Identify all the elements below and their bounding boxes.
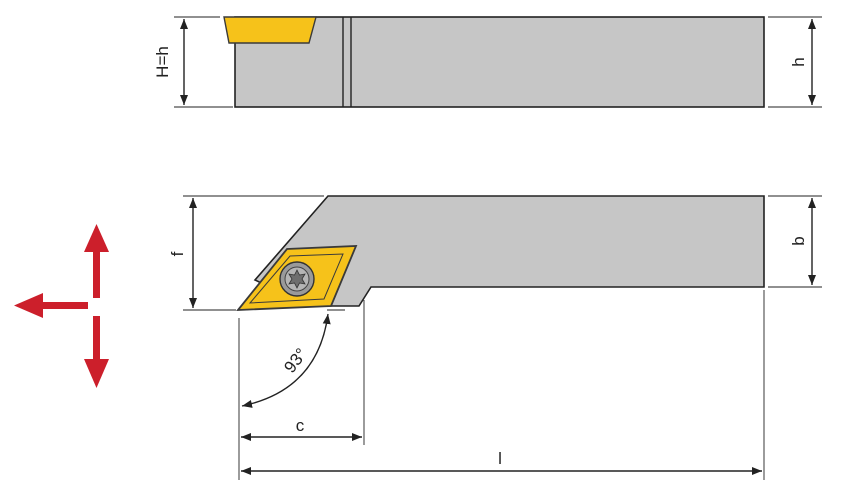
cutting-insert	[236, 245, 358, 311]
plan-view: b f 93° c l	[168, 195, 822, 480]
side-view-shank	[234, 16, 765, 108]
dimension-H-label: H=h	[153, 46, 172, 78]
angle-93-label: 93°	[280, 345, 311, 377]
side-view-insert	[223, 16, 317, 44]
dimension-l-label: l	[498, 449, 502, 468]
dimension-h-label: h	[789, 57, 808, 66]
dimension-b-label: b	[789, 236, 808, 245]
dimension-c-label: c	[296, 416, 305, 435]
dimension-f-label: f	[168, 251, 187, 256]
side-view: H=h h	[153, 16, 822, 108]
torx-screw-icon	[279, 261, 315, 297]
insert-inner-edge	[248, 253, 344, 304]
angle-93-arc	[241, 313, 331, 408]
red-direction-arrows-icon	[14, 224, 109, 388]
